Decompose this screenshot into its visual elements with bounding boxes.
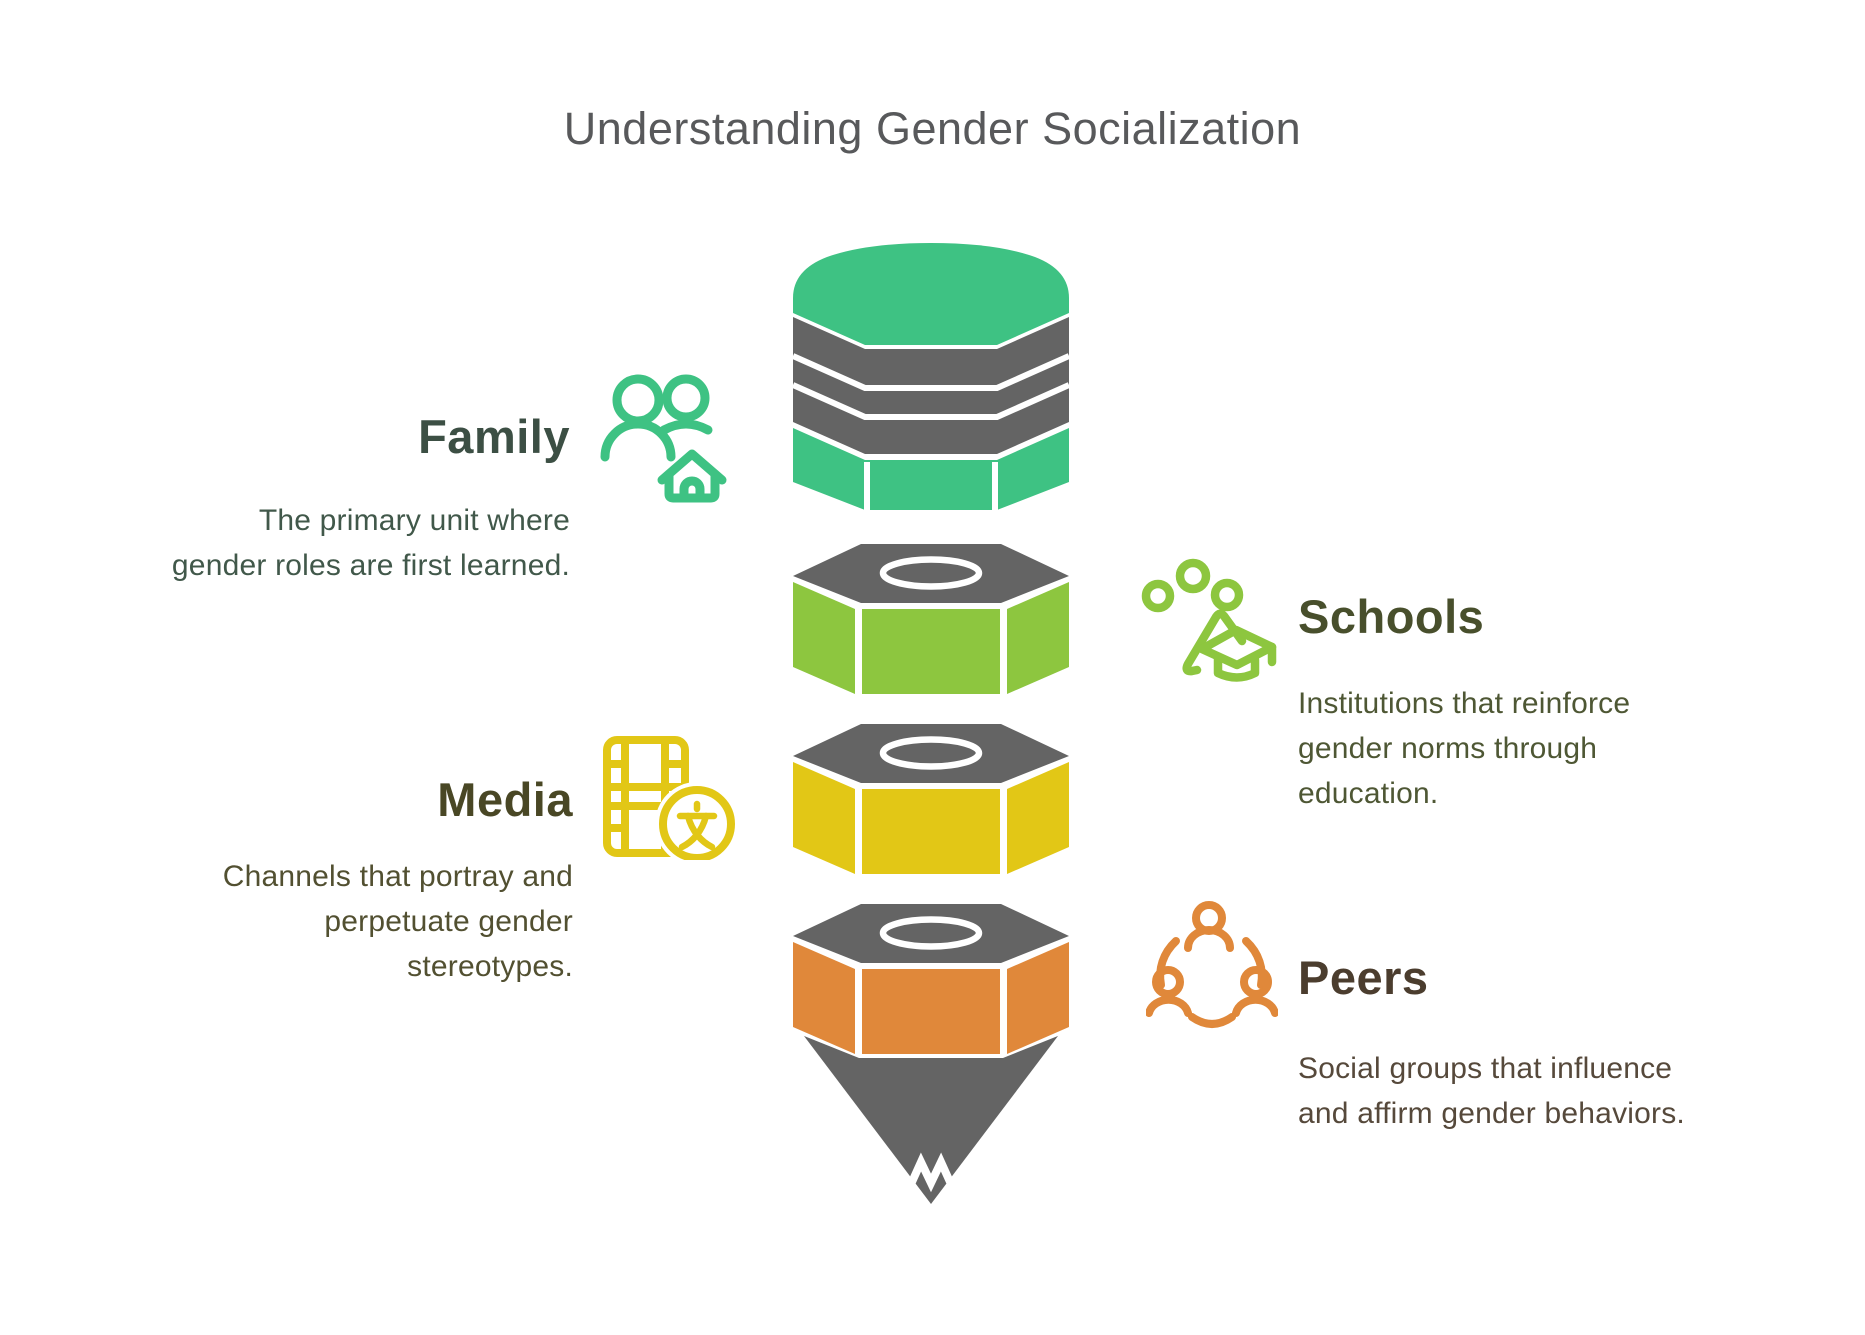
media-description: Channels that portray and perpetuate gen… [222, 860, 573, 983]
peer-group-icon [1146, 901, 1278, 1028]
schools-nut-segment [793, 544, 1069, 694]
media-nut-segment [793, 724, 1069, 874]
peers-nut-segment [791, 900, 1071, 1058]
schools-description: Institutions that reinforce gender norms… [1298, 687, 1631, 810]
family-home-icon [600, 374, 727, 503]
schools-heading: Schools [1298, 590, 1485, 643]
peers-heading: Peers [1298, 951, 1429, 1004]
family-hex-body [793, 428, 1069, 510]
pencil-tip-cone [801, 1032, 1061, 1204]
eraser-cap [793, 243, 1069, 345]
graduation-cap-icon [1141, 558, 1277, 682]
peers-description: Social groups that influence and affirm … [1298, 1052, 1685, 1130]
film-translate-icon [603, 736, 739, 860]
section-family: Family The primary unit where gender rol… [172, 411, 570, 588]
family-description: The primary unit where gender roles are … [171, 504, 570, 582]
media-heading: Media [437, 773, 573, 826]
pencil-funnel-graphic [791, 243, 1071, 1204]
section-media: Media Channels that portray and perpetua… [223, 774, 573, 989]
tip-break-zigzag [903, 1152, 959, 1195]
translate-glyph [676, 800, 718, 851]
page-title: Understanding Gender Socialization [563, 103, 1302, 154]
section-peers: Peers Social groups that influence and a… [1298, 952, 1685, 1136]
family-heading: Family [418, 410, 570, 463]
section-schools: Schools Institutions that reinforce gend… [1298, 591, 1630, 816]
family-eraser-segment [791, 243, 1071, 510]
